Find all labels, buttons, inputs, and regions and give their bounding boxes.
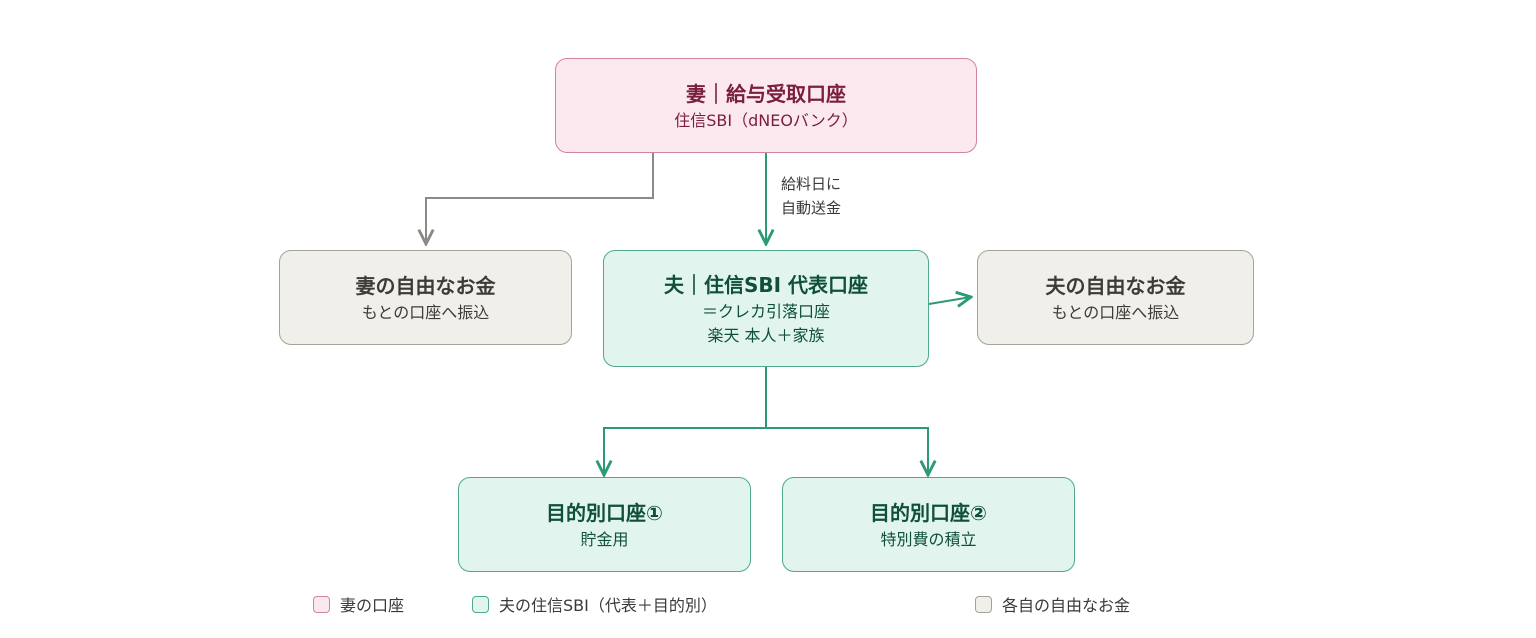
node-title: 目的別口座② <box>870 500 987 525</box>
node-subtitle: もとの口座へ振込 <box>1051 302 1180 322</box>
node-subtitle: ＝クレカ引落口座 <box>701 301 830 321</box>
purpose-account-2-node: 目的別口座② 特別費の積立 <box>782 477 1075 572</box>
legend-swatch-beige <box>975 595 992 613</box>
node-subtitle-2: 楽天 本人＋家族 <box>707 325 825 345</box>
husband-free-money-node: 夫の自由なお金 もとの口座へ振込 <box>977 250 1254 345</box>
node-title: 目的別口座① <box>546 500 663 525</box>
edge-husband-to-purpose1 <box>604 367 767 475</box>
wife-free-money-node: 妻の自由なお金 もとの口座へ振込 <box>279 250 572 345</box>
legend-item-wife: 妻の口座 <box>313 592 404 616</box>
legend-label: 夫の住信SBI（代表＋目的別） <box>499 596 717 615</box>
node-subtitle: もとの口座へ振込 <box>361 302 490 322</box>
edge-husband-to-husband-free <box>928 297 971 304</box>
legend-label: 各自の自由なお金 <box>1002 596 1131 615</box>
legend-item-free: 各自の自由なお金 <box>975 592 1130 616</box>
node-title: 妻｜給与受取口座 <box>686 81 846 106</box>
husband-main-account-node: 夫｜住信SBI 代表口座 ＝クレカ引落口座 楽天 本人＋家族 <box>603 250 929 367</box>
legend-label: 妻の口座 <box>340 596 405 615</box>
legend-item-husband: 夫の住信SBI（代表＋目的別） <box>472 592 717 616</box>
edge-label-line: 自動送金 <box>781 199 842 217</box>
edge-husband-to-purpose2 <box>766 427 928 475</box>
legend-swatch-green <box>472 595 489 613</box>
node-title: 妻の自由なお金 <box>355 273 496 298</box>
purpose-account-1-node: 目的別口座① 貯金用 <box>458 477 751 572</box>
auto-transfer-label: 給料日に 自動送金 <box>781 172 842 220</box>
node-title: 夫の自由なお金 <box>1045 273 1186 298</box>
node-title: 夫｜住信SBI 代表口座 <box>663 272 869 297</box>
edge-label-line: 給料日に <box>781 175 842 193</box>
node-subtitle: 特別費の積立 <box>880 529 977 549</box>
node-subtitle: 住信SBI（dNEOバンク） <box>674 110 858 130</box>
edge-wife-to-wife-free <box>426 153 654 244</box>
wife-salary-account-node: 妻｜給与受取口座 住信SBI（dNEOバンク） <box>555 58 977 153</box>
legend-swatch-pink <box>313 595 330 613</box>
node-subtitle: 貯金用 <box>580 529 629 549</box>
